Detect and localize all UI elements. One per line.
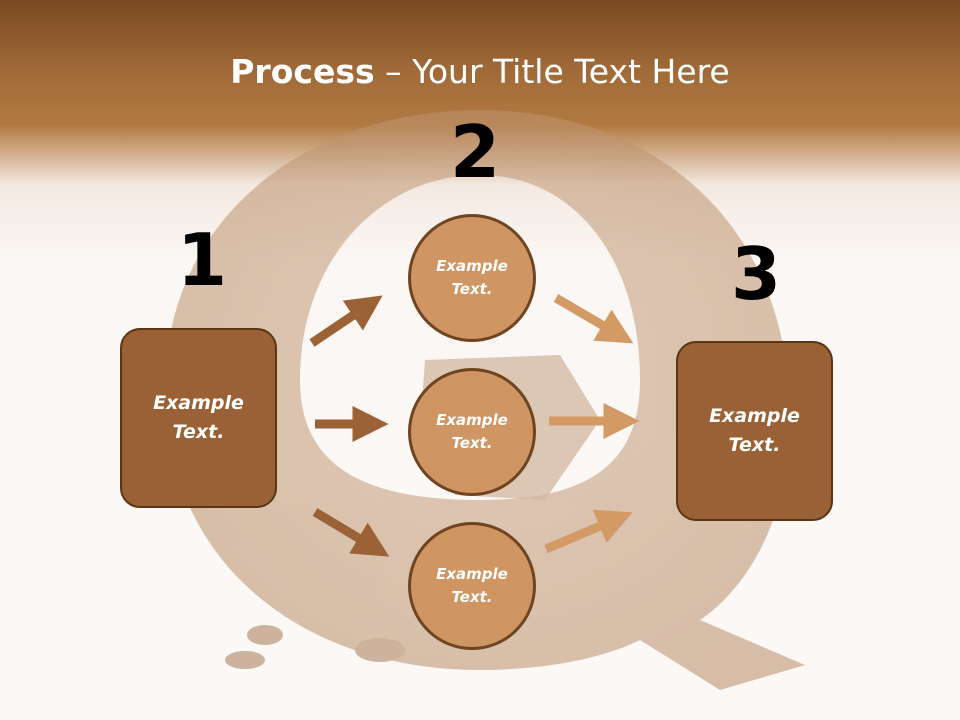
circle-top-line2: Text. — [451, 280, 493, 298]
left-process-box: Example Text. — [120, 328, 277, 508]
process-circle-top: Example Text. — [408, 214, 536, 342]
right-box-line2: Text. — [728, 434, 781, 456]
step-number-3: 3 — [731, 232, 782, 316]
arrow-left-to-top — [309, 295, 383, 347]
process-circle-bottom: Example Text. — [408, 522, 536, 650]
circle-top-line1: Example — [436, 257, 508, 275]
circle-bottom-line1: Example — [436, 565, 508, 583]
circle-middle-line2: Text. — [451, 434, 493, 452]
title-rest: – Your Title Text Here — [374, 52, 730, 91]
title-bold: Process — [230, 52, 375, 91]
process-circle-middle: Example Text. — [408, 368, 536, 496]
left-box-line2: Text. — [172, 421, 225, 443]
right-process-box: Example Text. — [676, 341, 833, 521]
slide-title: Process – Your Title Text Here — [0, 52, 960, 91]
step-number-2: 2 — [450, 110, 501, 194]
step-number-1: 1 — [177, 218, 228, 302]
circle-bottom-line2: Text. — [451, 588, 493, 606]
arrow-top-to-right — [553, 294, 634, 344]
circle-middle-line1: Example — [436, 411, 508, 429]
arrow-bottom-to-right — [544, 509, 633, 554]
right-box-line1: Example — [709, 405, 800, 427]
left-box-line1: Example — [153, 392, 244, 414]
arrow-left-to-bottom — [312, 508, 390, 557]
